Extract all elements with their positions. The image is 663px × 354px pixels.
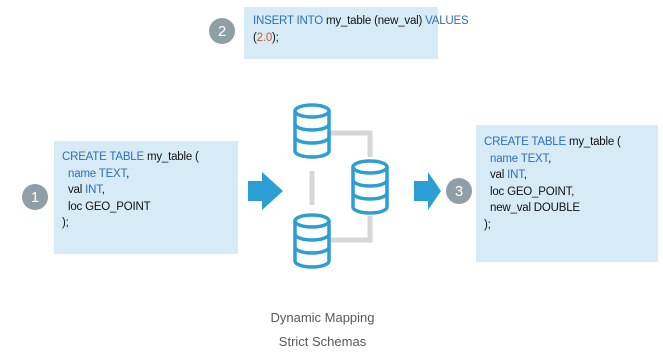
code-line: INSERT INTO my_table (new_val) VALUES xyxy=(253,13,469,30)
caption-strict-schemas: Strict Schemas xyxy=(278,334,367,349)
sql-text: loc GEO_POINT, xyxy=(490,185,575,198)
step-2-number: 2 xyxy=(217,22,227,40)
sql-keyword: name TEXT xyxy=(490,152,549,165)
sql-text: my_table ( xyxy=(565,136,621,148)
sql-text: my_table (new_val) xyxy=(323,15,426,27)
insert-statement-box: INSERT INTO my_table (new_val) VALUES (2… xyxy=(244,7,469,59)
cluster-connectors xyxy=(309,130,373,243)
sql-text: val xyxy=(490,169,508,181)
create-table-evolved-box: CREATE TABLE my_table ( name TEXT, val I… xyxy=(476,125,658,262)
step-1-badge: 1 xyxy=(22,184,48,210)
sql-keyword: CREATE TABLE xyxy=(484,136,566,148)
code-line: name TEXT, xyxy=(62,166,238,183)
code-line: name TEXT, xyxy=(484,151,658,168)
code-line: ); xyxy=(62,215,238,232)
caption-dynamic-mapping: Dynamic Mapping xyxy=(270,310,375,325)
database-icon xyxy=(351,159,389,215)
sql-keyword: name TEXT xyxy=(68,167,127,180)
code-line: (2.0); xyxy=(253,30,438,47)
sql-text: new_val DOUBLE xyxy=(490,202,580,214)
sql-keyword: INSERT INTO xyxy=(253,15,324,27)
sql-text: ( xyxy=(253,31,257,44)
database-icon xyxy=(293,103,331,159)
step-3-number: 3 xyxy=(454,182,464,200)
sql-text: loc GEO_POINT xyxy=(68,200,151,213)
sql-text: , xyxy=(548,152,552,165)
code-line: CREATE TABLE my_table ( xyxy=(62,149,238,166)
sql-text: ); xyxy=(62,217,69,229)
code-line: val INT, xyxy=(62,182,238,199)
step-2-badge: 2 xyxy=(209,18,235,44)
create-table-original-box: CREATE TABLE my_table ( name TEXT, val I… xyxy=(54,141,238,254)
arrow-right-icon xyxy=(414,172,441,210)
sql-keyword: INT xyxy=(85,184,102,196)
sql-text: ); xyxy=(484,218,491,231)
sql-text: , xyxy=(126,167,130,180)
arrow-right-icon xyxy=(248,172,283,210)
sql-text: , xyxy=(523,169,527,181)
sql-keyword: CREATE TABLE xyxy=(62,151,144,163)
sql-keyword: INT xyxy=(507,169,524,181)
sql-text: val xyxy=(68,184,86,196)
sql-text: , xyxy=(101,184,105,196)
sql-text: ); xyxy=(272,31,279,44)
code-line: new_val DOUBLE xyxy=(484,200,658,217)
step-3-badge: 3 xyxy=(446,178,472,204)
step-1-number: 1 xyxy=(30,188,40,206)
database-icon xyxy=(293,213,331,269)
sql-text: my_table ( xyxy=(143,151,199,163)
sql-number: 2.0 xyxy=(256,31,273,44)
code-line: loc GEO_POINT, xyxy=(484,184,658,201)
code-line: val INT, xyxy=(484,167,658,184)
code-line: ); xyxy=(484,217,658,234)
code-line: loc GEO_POINT xyxy=(62,199,238,216)
sql-keyword: VALUES xyxy=(425,15,469,27)
code-line: CREATE TABLE my_table ( xyxy=(484,134,658,151)
